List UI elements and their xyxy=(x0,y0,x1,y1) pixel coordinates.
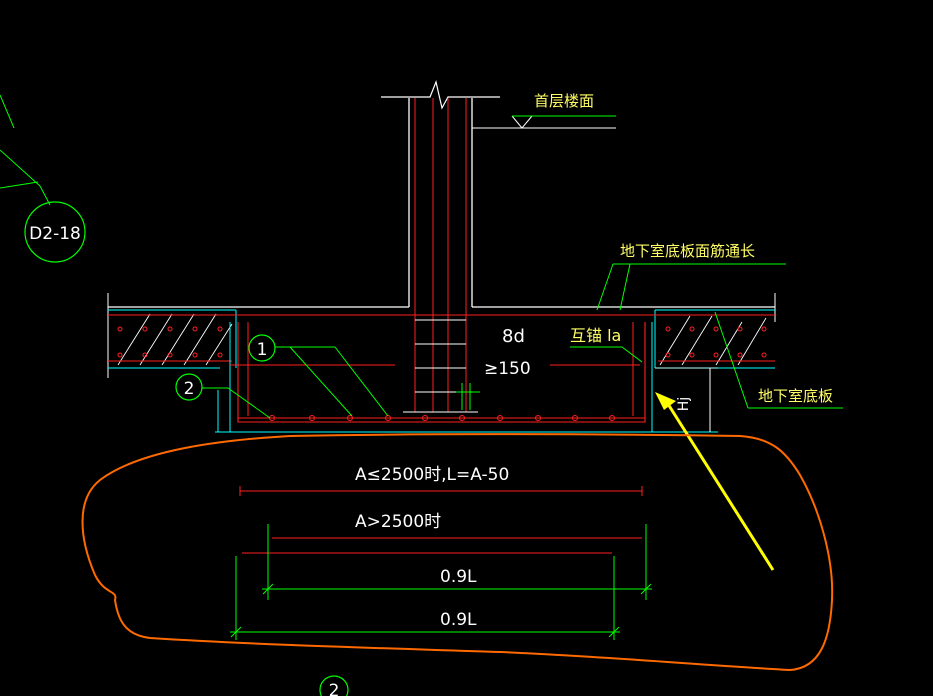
footing: Hj xyxy=(208,322,718,433)
bottom-rebar-dots xyxy=(269,415,615,421)
marker-1-bubble[interactable] xyxy=(248,334,276,362)
slab-hatch-left xyxy=(117,313,233,366)
top-rebar-note: 地下室底板面筋通长 xyxy=(620,242,755,260)
lap-150-label: ≥150 xyxy=(484,359,531,379)
detail-reference-label: D2-18 xyxy=(29,224,81,244)
bottom-marker-bubble[interactable] xyxy=(319,675,349,696)
bottom-marker-group: 2 xyxy=(319,675,349,696)
detail-reference-bubble[interactable] xyxy=(24,201,86,263)
first-floor-level-marker: 首层楼面 xyxy=(472,92,616,129)
top-rebar-note-group: 地下室底板面筋通长 xyxy=(596,242,786,311)
first-floor-label: 首层楼面 xyxy=(534,92,594,110)
bottom-marker-label: 2 xyxy=(329,681,340,696)
marker-2-bubble[interactable] xyxy=(175,373,203,401)
lap-length-notes: 8d ≥150 互锚 la xyxy=(484,326,643,379)
rule-large-note: A>2500时 xyxy=(355,512,441,532)
column xyxy=(381,79,500,413)
anchor-la-label: 互锚 la xyxy=(570,326,621,345)
rebar-length-rules: A≤2500时,L=A-50 A>2500时 0.9L 0.9L xyxy=(230,465,652,640)
marker-1-label: 1 xyxy=(257,340,268,360)
highlight-cloud xyxy=(81,433,834,672)
yellow-callout-arrow xyxy=(655,392,775,571)
basement-slab xyxy=(107,293,776,378)
dim-upper-label: 0.9L xyxy=(440,567,477,587)
marker-1-group: 1 xyxy=(248,334,389,417)
rule-small-note: A≤2500时,L=A-50 xyxy=(355,465,509,485)
basement-slab-label-group: 地下室底板 xyxy=(714,311,843,409)
detail-reference-group: D2-18 xyxy=(0,94,86,263)
basement-slab-label: 地下室底板 xyxy=(758,387,833,405)
slab-hatch-right xyxy=(659,315,767,366)
marker-2-label: 2 xyxy=(184,379,195,399)
lap-8d-label: 8d xyxy=(502,326,525,347)
break-line xyxy=(381,79,500,110)
marker-2-group: 2 xyxy=(175,373,271,419)
depth-label: Hj xyxy=(676,397,692,411)
dim-lower-label: 0.9L xyxy=(440,610,477,630)
